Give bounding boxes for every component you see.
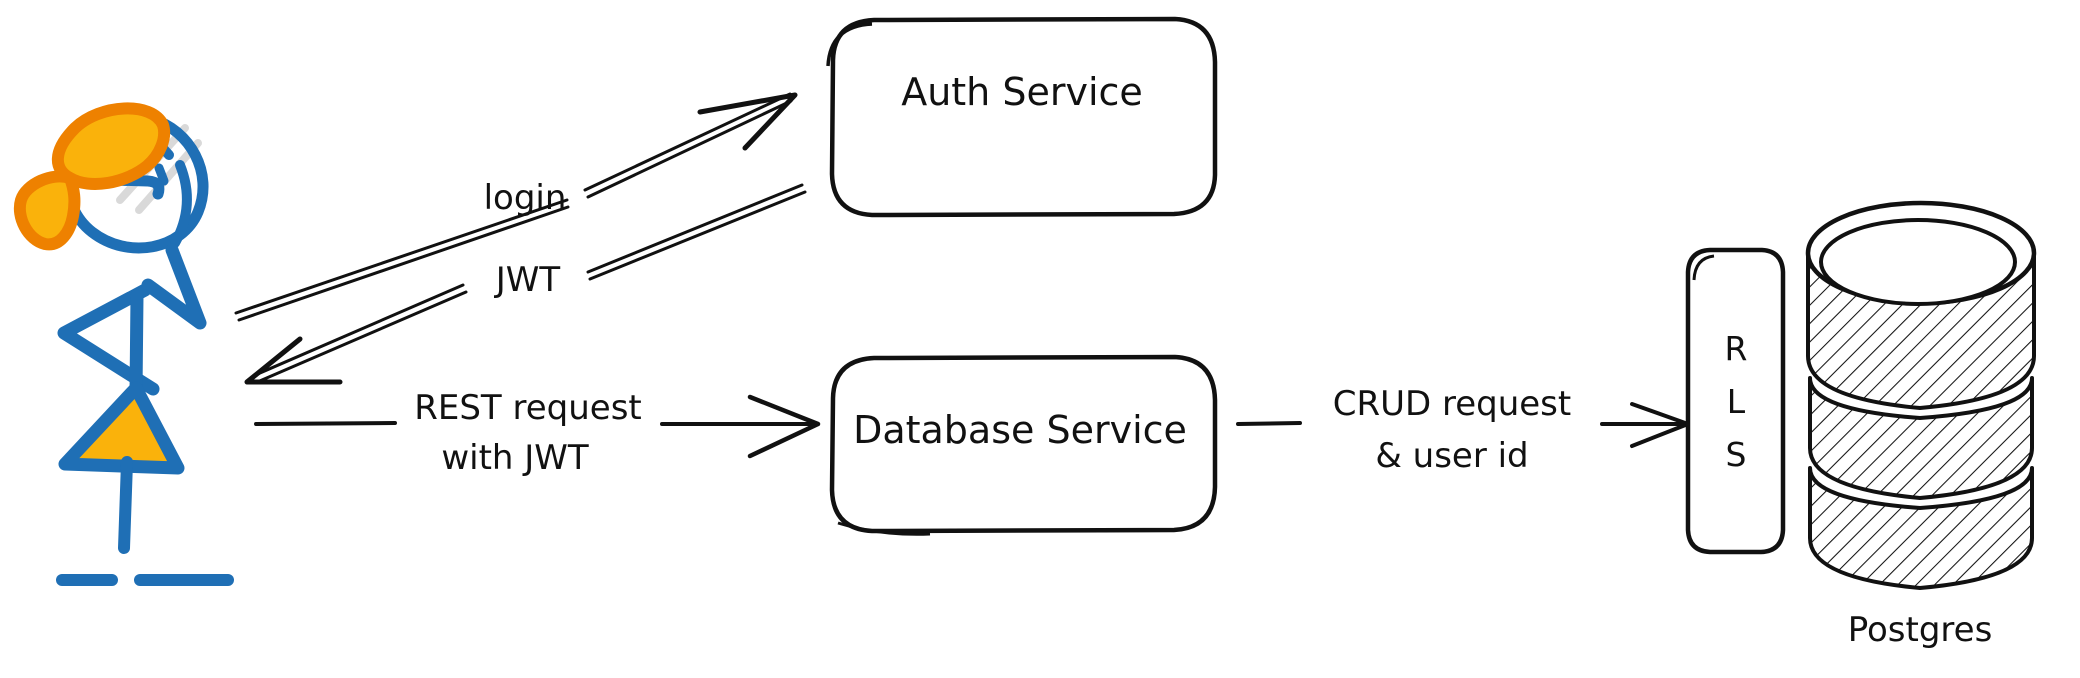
arm-left [57, 283, 160, 396]
edge-label-rest-line1: REST request [414, 388, 642, 428]
node-auth-service[interactable] [826, 16, 1218, 218]
edge-login [234, 92, 798, 322]
nose [154, 163, 169, 186]
leg [118, 456, 133, 554]
edge-label-rest-line2: with JWT [441, 438, 589, 478]
node-postgres-cylinder[interactable] [1805, 200, 2037, 590]
neck [170, 160, 192, 248]
edge-jwt [244, 183, 807, 385]
edge-crud [1236, 402, 1690, 448]
user-stick-figure [13, 102, 234, 586]
edge-label-login: login [484, 178, 567, 218]
edge-label-jwt: JWT [494, 260, 561, 300]
edge-label-crud-line1: CRUD request [1333, 384, 1571, 424]
orange-hat [13, 102, 171, 251]
cylinder-top-inner [1819, 218, 2017, 306]
edge-label-crud-line2: & user id [1375, 436, 1528, 476]
cylinder-tier-middle [1808, 376, 2034, 500]
node-label-rls-r: R [1725, 329, 1748, 368]
node-label-rls-l: L [1727, 382, 1746, 421]
node-rls[interactable] [1685, 247, 1786, 555]
arrowhead-login [697, 92, 798, 151]
node-database-service[interactable] [829, 354, 1218, 536]
mouth [106, 174, 165, 200]
arm-right [141, 243, 207, 330]
arrowhead-jwt [244, 336, 343, 385]
node-label-auth-service: Auth Service [901, 70, 1143, 114]
arrowhead-crud [1630, 402, 1690, 448]
torso [129, 289, 144, 399]
edge-rest [254, 394, 821, 459]
cylinder-tier-bottom [1808, 466, 2034, 590]
arrowhead-rest [747, 394, 821, 459]
node-label-postgres: Postgres [1848, 610, 1993, 650]
node-label-database-service: Database Service [853, 408, 1187, 452]
node-label-rls-s: S [1726, 435, 1747, 474]
skirt [58, 381, 185, 475]
